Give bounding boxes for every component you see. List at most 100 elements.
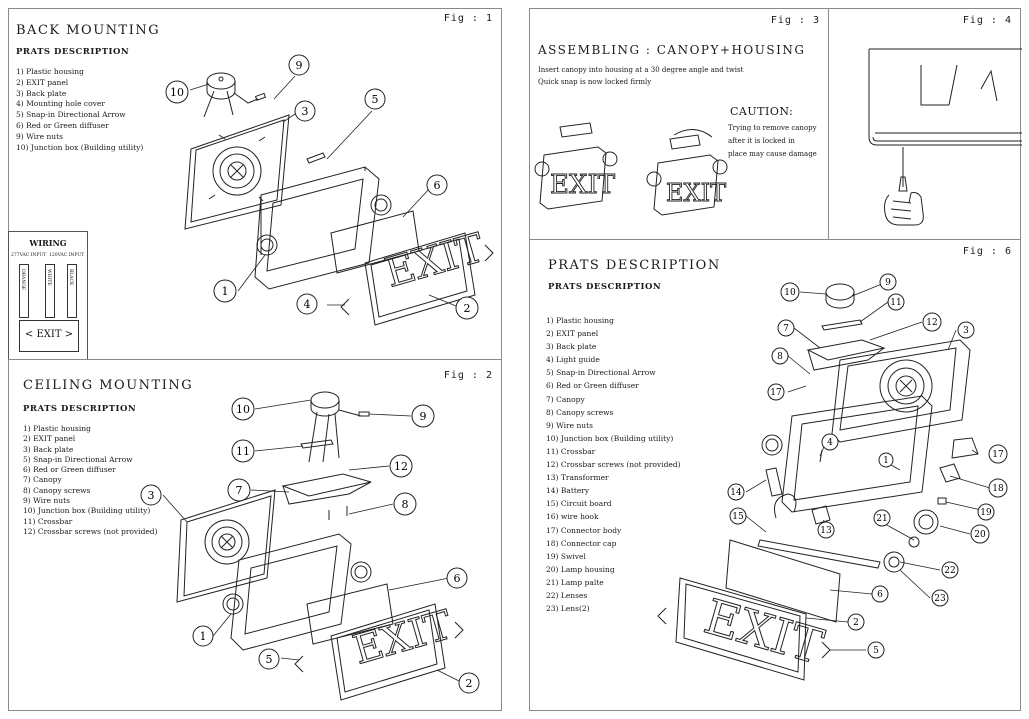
callout-circle xyxy=(988,444,1008,464)
back-plate xyxy=(184,114,290,230)
part-item: 10) Junction box (Building utility) xyxy=(23,506,151,516)
exit-panel xyxy=(364,232,476,326)
callout-number: 10 xyxy=(784,288,796,298)
back-plate xyxy=(831,339,971,443)
part-item: 1) Plastic housing xyxy=(16,67,84,76)
crossbar xyxy=(821,319,863,331)
callout-number: 4 xyxy=(304,298,311,311)
wire-label: ORANGE xyxy=(20,269,25,291)
callout-circle xyxy=(364,88,386,110)
callout-circle xyxy=(393,492,417,516)
callout-circle xyxy=(777,319,795,337)
callout-circle xyxy=(231,439,255,463)
caution-line-2: after it is locked in xyxy=(728,137,795,145)
part-item: 2) EXIT panel xyxy=(16,77,69,87)
fig6-title: PRATS DESCRIPTION xyxy=(548,258,721,273)
callout-number: 1 xyxy=(200,630,207,643)
junction-box xyxy=(206,72,236,100)
part-item: 4) Light guide xyxy=(546,355,600,365)
plastic-housing xyxy=(230,533,352,651)
fig2-label: Fig : 2 xyxy=(443,370,493,381)
part-item: 6) Red or Green diffuser xyxy=(546,381,639,391)
leader-lines xyxy=(162,399,462,683)
callout-number: 3 xyxy=(963,326,969,336)
circuit-board xyxy=(757,539,881,569)
part-item: 3) Back plate xyxy=(16,88,67,98)
part-item: 14) Battery xyxy=(546,486,590,496)
wire-label: BLACK xyxy=(68,269,73,286)
callout-circle xyxy=(821,433,839,451)
junction-box xyxy=(310,391,340,417)
caution-line-3: place may cause damage xyxy=(728,150,817,158)
callout-circle xyxy=(931,589,949,607)
directional-arrow xyxy=(821,641,831,659)
wiring-label-right: 120VAC INPUT xyxy=(49,253,85,258)
fig1-exploded-view: EXIT 10 9 3 5 6 2 4 1 xyxy=(165,54,494,326)
part-item: 5) Snap-in Directional Arrow xyxy=(23,454,133,464)
callout-number: 15 xyxy=(732,512,744,522)
directional-arrow xyxy=(294,655,304,673)
callout-circle xyxy=(140,484,162,506)
housing-lamp xyxy=(256,194,392,256)
wire-hook xyxy=(774,493,797,519)
canopy xyxy=(559,122,593,138)
callout-number: 3 xyxy=(302,105,309,118)
callout-circle xyxy=(988,478,1008,498)
fig6-exploded-view: EXIT 10 9 11 12 3 7 8 17 4 1 17 18 xyxy=(657,273,1008,681)
wiring-title: WIRING xyxy=(29,238,67,248)
transformer xyxy=(811,505,831,525)
swivel xyxy=(937,497,947,505)
callout-circle xyxy=(729,507,747,525)
callout-number: 20 xyxy=(974,530,986,540)
part-item: 17) Connector body xyxy=(546,525,622,535)
directional-arrow xyxy=(657,607,667,625)
part-item: 11) Crossbar xyxy=(23,516,73,526)
callout-number: 7 xyxy=(783,324,789,334)
callout-circle xyxy=(426,174,448,196)
fig1-title: BACK MOUNTING xyxy=(16,23,161,38)
callout-number: 1 xyxy=(883,456,889,466)
callout-number: 12 xyxy=(926,318,937,328)
fig2-panel: Fig : 2 CEILING MOUNTING PRATS DESCRIPTI… xyxy=(8,359,502,711)
callout-number: 8 xyxy=(777,352,783,362)
junction-box xyxy=(825,283,855,309)
callout-number: 22 xyxy=(944,566,955,576)
part-item: 11) Crossbar xyxy=(546,446,596,456)
callout-number: 4 xyxy=(827,438,833,448)
rotate-arrow-icon xyxy=(673,129,713,138)
callout-number: 17 xyxy=(770,388,782,398)
wiring-exit-text: < EXIT > xyxy=(24,329,74,340)
callout-circle xyxy=(887,293,905,311)
connector-cap xyxy=(939,463,961,483)
mounting-hole-cover xyxy=(306,152,326,164)
canopy xyxy=(281,473,372,505)
housing-corner-detail xyxy=(868,48,1022,146)
exit-panel xyxy=(330,603,446,701)
part-item: 9) Wire nuts xyxy=(23,496,70,506)
callout-circle xyxy=(446,567,468,589)
wire-nuts xyxy=(203,90,267,118)
callout-number: 6 xyxy=(434,179,441,192)
lamp-housing xyxy=(913,509,939,535)
callout-number: 11 xyxy=(890,298,901,308)
exit-sign-left xyxy=(534,146,618,210)
callout-number: 17 xyxy=(992,450,1004,460)
callout-number: 2 xyxy=(853,618,859,628)
part-item: 3) Back plate xyxy=(23,444,74,454)
exit-text: EXIT xyxy=(666,179,726,207)
wiring-diagram: WIRING 277VAC INPUT 120VAC INPUT ORANGE … xyxy=(8,231,88,361)
callout-circle xyxy=(767,383,785,401)
part-item: 8) Canopy screws xyxy=(546,407,614,417)
fig4-panel: Fig : 4 xyxy=(828,8,1022,240)
diffuser xyxy=(306,583,394,645)
back-plate xyxy=(176,489,276,603)
callout-circle xyxy=(727,483,745,501)
callout-number: 14 xyxy=(730,488,742,498)
part-item: 8) Canopy screws xyxy=(23,485,91,495)
caution-title: CAUTION: xyxy=(730,105,794,118)
callout-number: 5 xyxy=(873,646,879,656)
part-item: 1) Plastic housing xyxy=(546,316,614,325)
callout-circle xyxy=(288,54,310,76)
callout-circle xyxy=(879,273,897,291)
diffuser xyxy=(725,539,841,623)
